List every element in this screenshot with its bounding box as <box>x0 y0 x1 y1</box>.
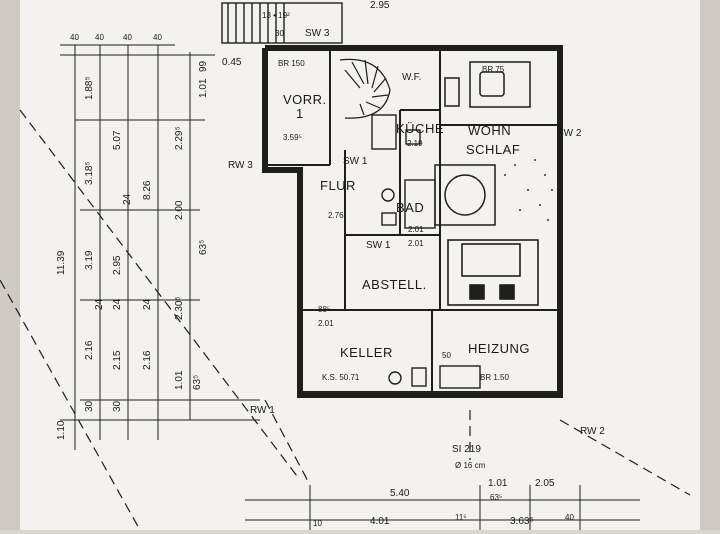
svg-text:40: 40 <box>95 33 104 42</box>
tag-si: SI 219 <box>452 444 481 455</box>
svg-text:Ø 16 cm: Ø 16 cm <box>455 461 486 470</box>
sofa <box>444 61 531 108</box>
dim-30-top: 30 <box>275 29 284 38</box>
dim-stair: 13 • 19² <box>262 11 290 20</box>
room-label-bad: BAD <box>396 200 424 215</box>
svg-text:4.01: 4.01 <box>370 516 390 527</box>
room-label-heizung: HEIZUNG <box>468 341 530 356</box>
dim-br150: BR 150 <box>278 59 305 68</box>
room-label-vorr-number: 1 <box>296 106 304 121</box>
room-label-flur: FLUR <box>320 178 356 193</box>
bath-fixtures <box>381 179 436 229</box>
svg-text:1.01: 1.01 <box>174 370 185 390</box>
dim-br75: BR 75 <box>482 65 505 74</box>
exterior-stairs <box>221 2 343 44</box>
dim-295-top: 2.95 <box>370 0 390 11</box>
dim-abst: 2.01 <box>408 239 424 248</box>
svg-text:11.39: 11.39 <box>56 250 67 275</box>
tag-sw1-b: SW 1 <box>366 240 391 251</box>
svg-text:30: 30 <box>112 400 123 412</box>
svg-text:5.40: 5.40 <box>390 488 410 499</box>
hatch-dots <box>504 159 553 221</box>
svg-text:1.88⁵: 1.88⁵ <box>84 76 95 100</box>
dim-keller-c: K.S. 50.71 <box>322 373 360 382</box>
svg-text:2.00: 2.00 <box>174 200 185 220</box>
room-label-wohn: WOHN <box>468 123 511 138</box>
svg-text:2.16: 2.16 <box>84 340 95 360</box>
svg-text:1.01: 1.01 <box>198 78 209 98</box>
dimension-lines <box>60 44 640 530</box>
svg-text:1.10: 1.10 <box>56 420 67 440</box>
kitchen-counter <box>371 114 421 150</box>
svg-text:40: 40 <box>70 33 79 42</box>
left-dimension-texts: 11.39 1.10 1.88⁵ 3.18⁵ 3.19 2.16 30 5.07… <box>56 33 242 440</box>
svg-text:2.95: 2.95 <box>112 255 123 275</box>
svg-text:11⁵: 11⁵ <box>455 513 467 522</box>
dim-keller-b: 2.01 <box>318 319 334 328</box>
room-label-vorr: VORR. <box>283 92 327 107</box>
svg-text:2.05: 2.05 <box>535 478 555 489</box>
dim-keller-a: 88⁵ <box>318 305 330 314</box>
svg-text:40: 40 <box>565 513 574 522</box>
room-label-abstell: ABSTELL. <box>362 277 427 292</box>
tag-rw3: RW 3 <box>228 160 253 171</box>
dim-vorr: 3.59⁵ <box>283 133 302 142</box>
svg-text:63⁵: 63⁵ <box>490 493 502 502</box>
tag-sw3: SW 3 <box>305 28 330 39</box>
svg-text:24: 24 <box>142 298 153 310</box>
svg-text:1.01: 1.01 <box>488 478 508 489</box>
tag-rw2: RW 2 <box>580 426 605 437</box>
exterior-walls <box>262 45 563 398</box>
dim-heiz-a: BR 1.50 <box>480 373 509 382</box>
tag-sw2: SW 2 <box>557 128 582 139</box>
room-label-wf: W.F. <box>402 72 421 83</box>
svg-text:0.45: 0.45 <box>222 57 242 68</box>
svg-text:40: 40 <box>123 33 132 42</box>
svg-text:8.26: 8.26 <box>142 180 153 200</box>
room-label-kueche: KÜCHE <box>396 121 444 136</box>
boiler <box>388 365 481 389</box>
svg-text:24: 24 <box>94 298 105 310</box>
svg-text:3.18⁵: 3.18⁵ <box>84 161 95 185</box>
tag-rw1: RW 1 <box>250 405 275 416</box>
dim-bad: 2.01 <box>408 225 424 234</box>
bed <box>447 239 539 306</box>
svg-text:3.19: 3.19 <box>84 250 95 270</box>
svg-text:63⁵: 63⁵ <box>192 375 203 390</box>
svg-text:2.15: 2.15 <box>112 350 123 370</box>
svg-text:10: 10 <box>313 519 322 528</box>
svg-text:2.29⁵: 2.29⁵ <box>174 126 185 150</box>
dim-kueche: 2.19 <box>407 139 423 148</box>
bottom-dimension-texts: 5.40 1.01 2.05 4.01 3.63⁵ 11⁵ 63⁵ 40 10 … <box>313 461 574 528</box>
svg-text:2.16: 2.16 <box>142 350 153 370</box>
dim-heiz-b: 50 <box>442 351 451 360</box>
dim-flur: 2.76 <box>328 211 344 220</box>
svg-text:3.63⁵: 3.63⁵ <box>510 516 534 527</box>
svg-text:30: 30 <box>84 400 95 412</box>
svg-text:99: 99 <box>198 60 209 72</box>
svg-text:2.30⁵: 2.30⁵ <box>174 296 185 320</box>
svg-text:40: 40 <box>153 33 162 42</box>
room-label-keller: KELLER <box>340 345 393 360</box>
svg-text:5.07: 5.07 <box>112 130 123 150</box>
svg-text:24: 24 <box>112 298 123 310</box>
svg-text:63⁵: 63⁵ <box>198 240 209 255</box>
room-label-schlaf: SCHLAF <box>466 142 520 157</box>
tag-sw1: SW 1 <box>343 156 368 167</box>
terrain-lines <box>0 109 691 531</box>
svg-text:24: 24 <box>122 193 133 205</box>
spiral-staircase <box>339 58 391 119</box>
